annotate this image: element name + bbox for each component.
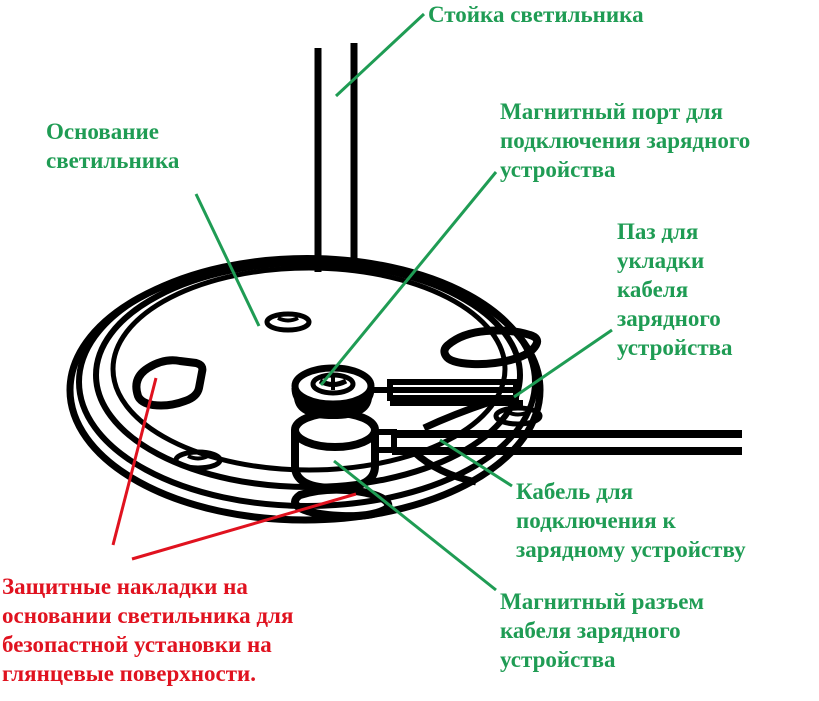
leader-lines: [111, 12, 613, 592]
protective-pad-right: [440, 326, 542, 369]
leader-line-magconn: [333, 459, 497, 592]
screw-hole-top: [264, 311, 312, 333]
magnetic-connector: [291, 409, 397, 493]
label-cable-groove: Паз для укладки кабеля зарядного устройс…: [617, 219, 733, 360]
label-protective-pads: Защитные накладки на основании светильни…: [2, 574, 294, 686]
leader-line-groove: [513, 328, 613, 399]
leader-line-cable: [439, 438, 513, 488]
screw-hole-right: [493, 405, 543, 427]
charging-cable: [392, 398, 742, 486]
protective-pad-left: [132, 356, 207, 410]
magnetic-port: [291, 364, 375, 420]
leader-line-base: [194, 193, 261, 327]
leader-line-magport: [319, 171, 498, 386]
label-magnetic-port: Магнитный порт для подключения зарядного…: [500, 99, 751, 182]
magnetic-port-top: [291, 364, 375, 408]
leader-line-pole: [334, 12, 426, 98]
label-charging-cable: Кабель для подключения к зарядному устро…: [516, 479, 746, 562]
base-holes: [173, 311, 543, 471]
connector-terminal: [373, 429, 397, 453]
leader-line-pads-lower: [131, 492, 357, 561]
label-lamp-pole: Стойка светильника: [428, 2, 644, 27]
label-lamp-base: Основание светильника: [46, 119, 180, 173]
label-magnetic-connector: Магнитный разъем кабеля зарядного устрой…: [500, 589, 705, 672]
cable-groove: [368, 379, 523, 406]
lamp-pole: [314, 43, 358, 272]
base-inner-face: [110, 265, 508, 473]
screw-hole-bottom-left: [173, 449, 223, 471]
protective-pads: [132, 326, 542, 521]
protective-pad-bottom: [291, 485, 393, 521]
leader-line-pads-upper: [111, 377, 158, 546]
